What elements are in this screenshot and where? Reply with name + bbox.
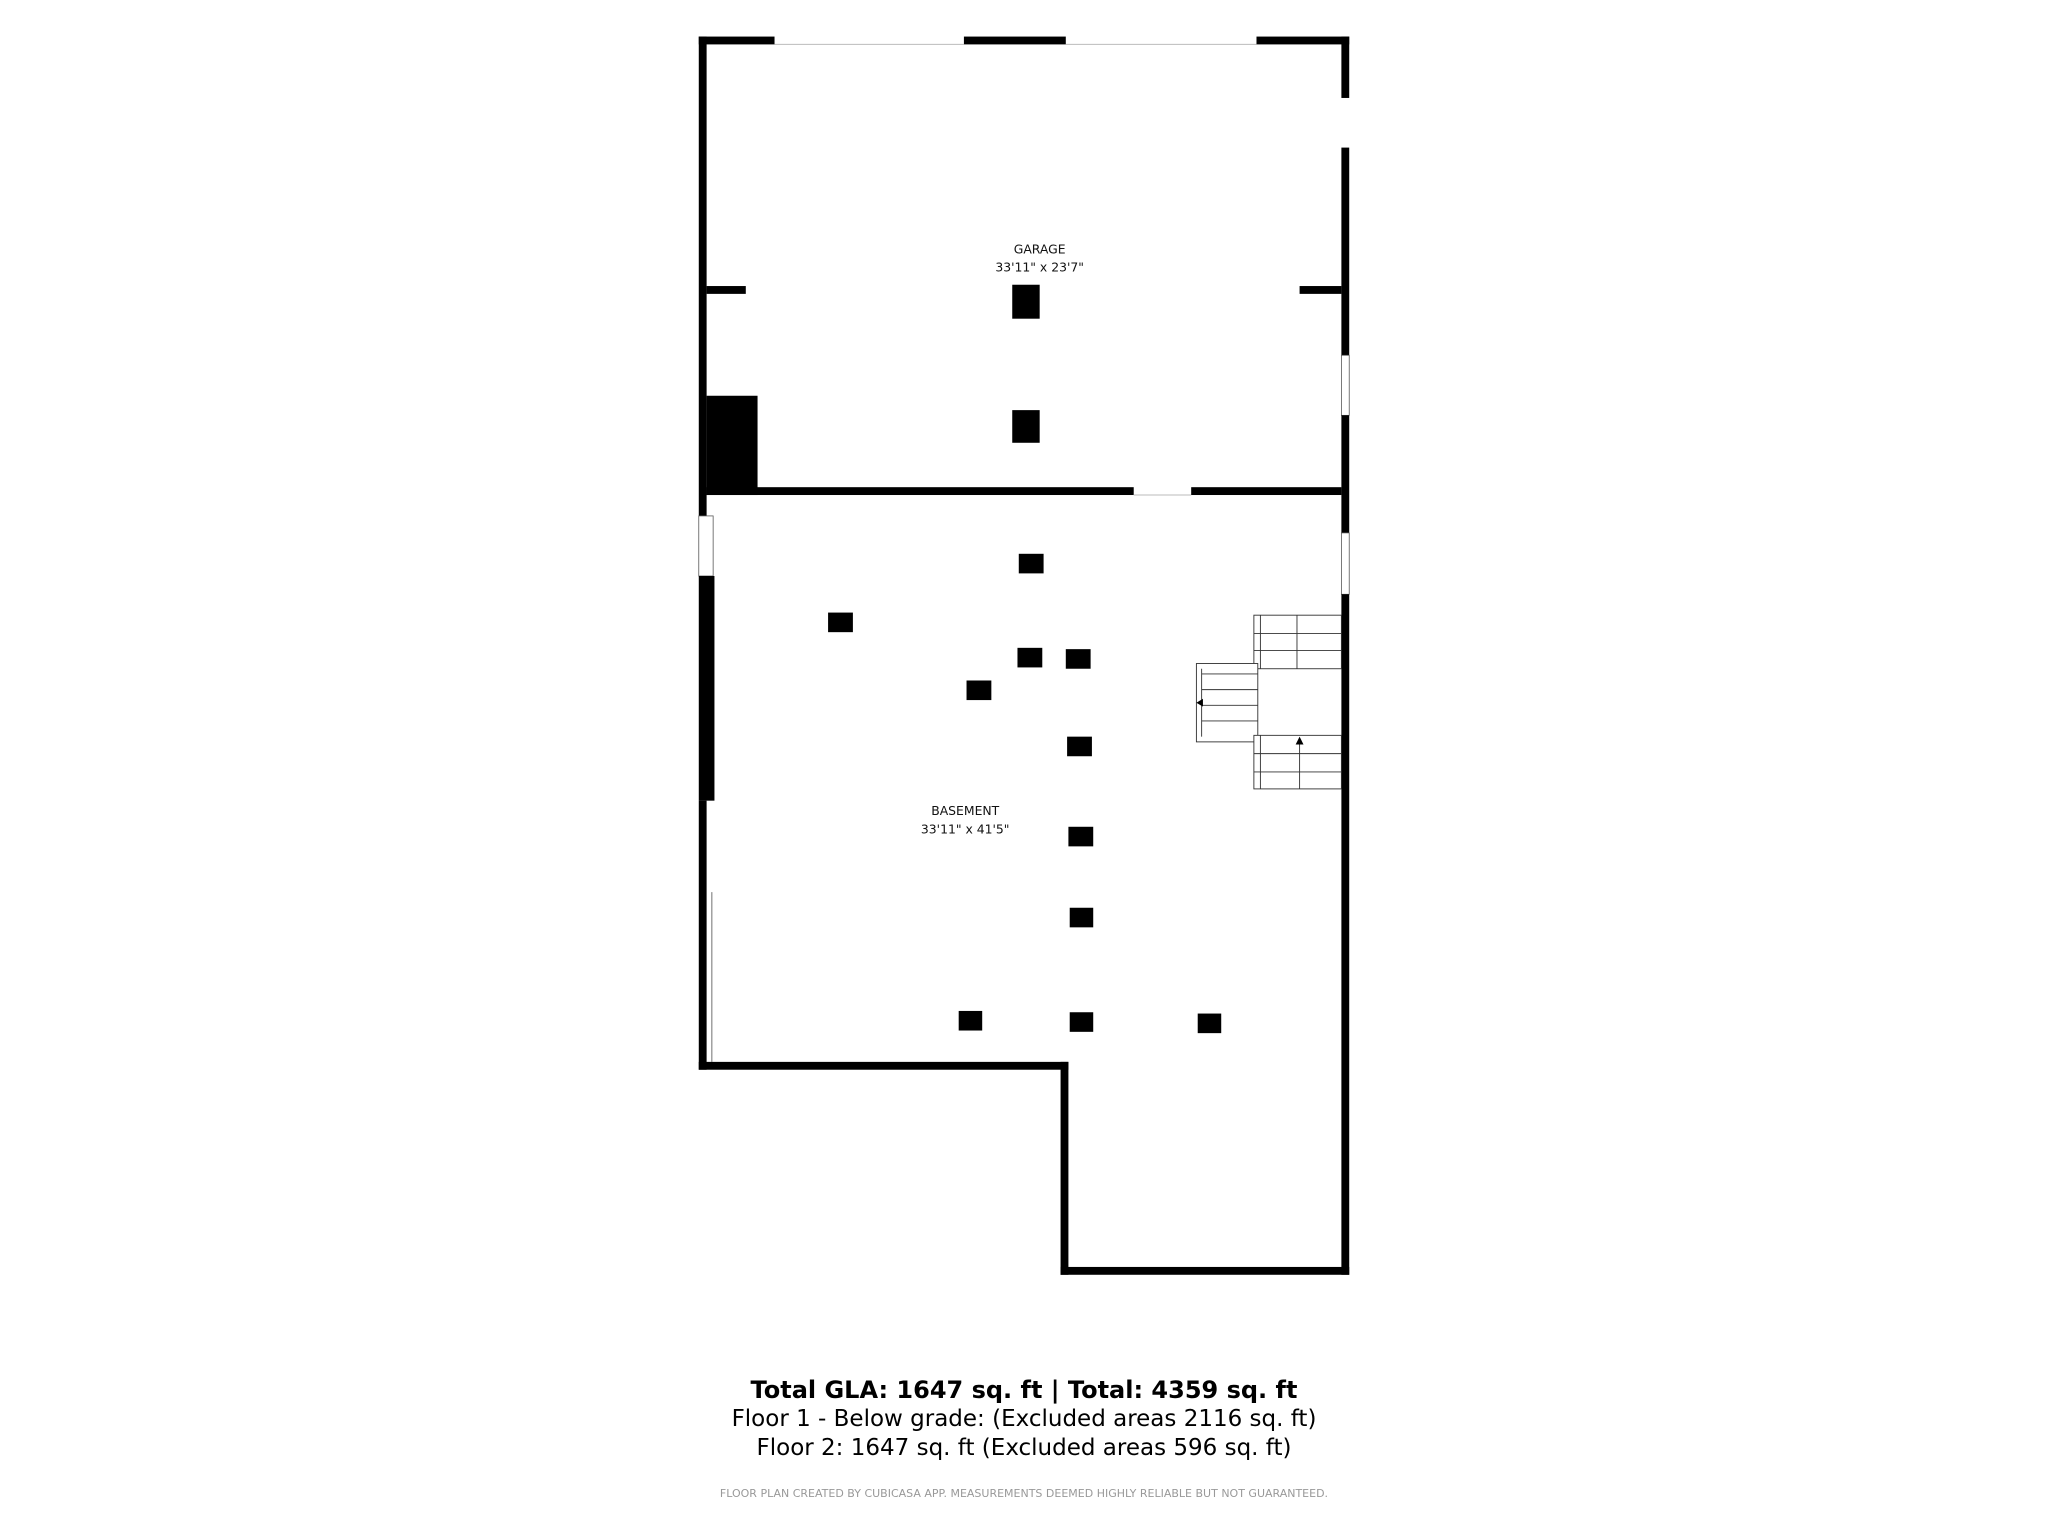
wall (706, 487, 1134, 496)
wall (1256, 36, 1350, 45)
wall (1341, 415, 1350, 533)
garage-label: GARAGE (1014, 241, 1066, 256)
wall (698, 36, 707, 516)
wall (1060, 1266, 1350, 1275)
wall (1191, 487, 1342, 496)
wall (1341, 594, 1350, 1275)
column (1069, 907, 1094, 928)
staircase (1195, 614, 1342, 790)
wall (1060, 1061, 1069, 1275)
wall (1341, 147, 1350, 356)
window (1340, 532, 1350, 595)
columns (828, 284, 1222, 1034)
wall (698, 36, 775, 45)
wall (1299, 286, 1342, 294)
wall (698, 1061, 1069, 1070)
wall (698, 800, 707, 1070)
column (1017, 647, 1043, 668)
window (1340, 354, 1350, 416)
basement-label: BASEMENT (931, 803, 999, 818)
disclaimer: FLOOR PLAN CREATED BY CUBICASA APP. MEAS… (719, 1487, 1329, 1500)
column (1197, 1013, 1222, 1034)
wall (1341, 36, 1350, 98)
garage-dimensions: 33'11" x 23'7" (995, 260, 1084, 275)
column (958, 1010, 983, 1031)
column (1068, 826, 1094, 847)
column (1012, 284, 1040, 319)
column (1018, 553, 1044, 574)
chimney-block (706, 395, 758, 496)
column (1065, 649, 1091, 669)
floor2-area: Floor 2: 1647 sq. ft (Excluded areas 596… (756, 1435, 1292, 1461)
total-area: Total GLA: 1647 sq. ft | Total: 4359 sq.… (750, 1376, 1298, 1404)
wall (963, 36, 1066, 45)
column (1069, 1012, 1094, 1032)
column (966, 680, 992, 701)
wall (698, 576, 715, 801)
column (828, 612, 853, 633)
window (698, 515, 714, 577)
wall (706, 286, 746, 294)
column (1067, 736, 1092, 757)
floor1-area: Floor 1 - Below grade: (Excluded areas 2… (731, 1406, 1317, 1432)
basement-dimensions: 33'11" x 41'5" (921, 821, 1010, 836)
column (1012, 410, 1040, 443)
